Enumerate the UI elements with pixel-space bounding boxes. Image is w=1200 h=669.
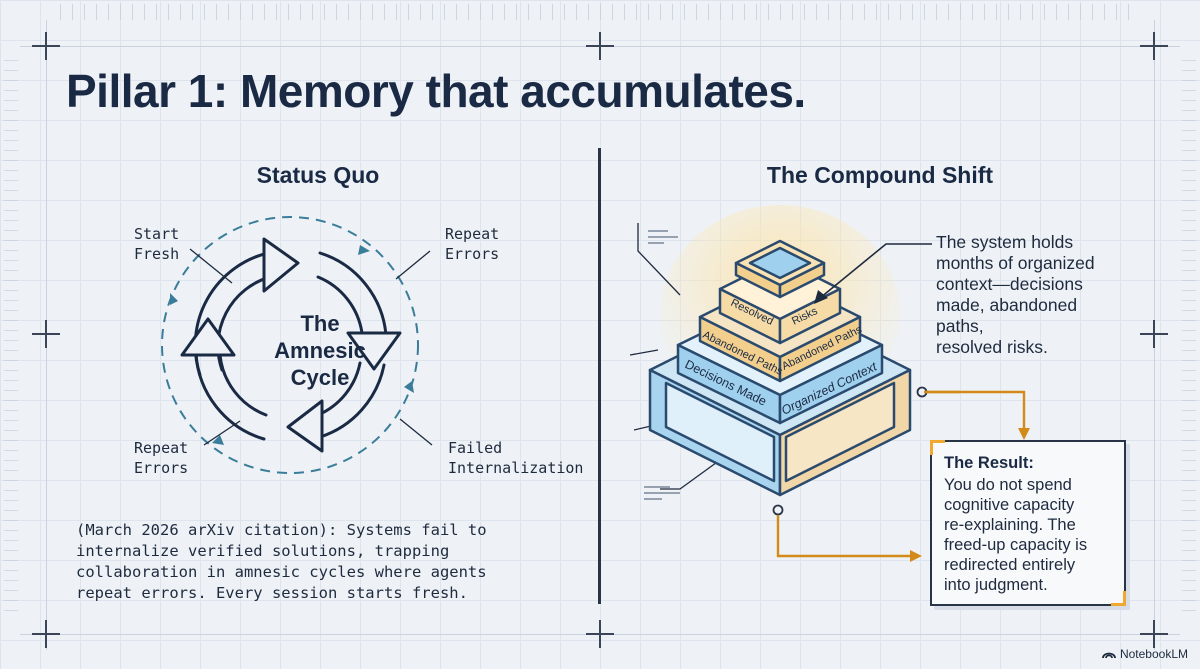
notebooklm-logo-icon	[1102, 652, 1116, 659]
result-box: The Result: You do not spend cognitive c…	[930, 440, 1126, 606]
memory-callout-text: The system holds months of organized con…	[936, 232, 1095, 357]
corner-accent	[1111, 591, 1126, 606]
result-heading: The Result:	[944, 454, 1034, 472]
label-start-fresh: Start Fresh	[134, 225, 180, 263]
brand-name: NotebookLM	[1119, 647, 1188, 661]
corner-accent	[930, 440, 945, 455]
crosshair-icon	[1140, 32, 1168, 60]
compound-shift-heading: The Compound Shift	[766, 162, 994, 188]
brand-watermark: NotebookLM	[1102, 647, 1188, 661]
memory-pyramid-diagram: Resolved Risks Abandoned Paths Abandoned…	[629, 205, 912, 500]
crosshair-icon	[32, 620, 60, 648]
ruler-top	[60, 4, 1140, 20]
section-divider	[598, 148, 601, 604]
amnesic-cycle-diagram	[161, 216, 433, 474]
citation-text: (March 2026 arXiv citation): Systems fai…	[76, 521, 487, 602]
label-repeat-errors-bottom: Repeat Errors	[134, 439, 189, 477]
ruler-right	[1182, 60, 1196, 620]
crosshair-icon	[1140, 620, 1168, 648]
page-title: Pillar 1: Memory that accumulates.	[66, 65, 806, 117]
crosshair-icon	[586, 620, 614, 648]
label-repeat-errors-top: Repeat Errors	[445, 225, 500, 263]
ruler-left	[4, 60, 18, 620]
crosshair-icon	[32, 32, 60, 60]
result-body: You do not spend cognitive capacity re-e…	[944, 476, 1088, 594]
callout-pointer	[814, 243, 932, 304]
label-failed-internalization: Failed Internalization	[448, 439, 584, 477]
crosshair-icon	[586, 32, 614, 60]
crosshair-icon	[1140, 320, 1168, 348]
result-top-connector	[924, 390, 1030, 440]
status-quo-heading: Status Quo	[256, 162, 380, 188]
cycle-center-label: The Amnesic Cycle	[274, 311, 366, 390]
crosshair-icon	[32, 320, 60, 348]
